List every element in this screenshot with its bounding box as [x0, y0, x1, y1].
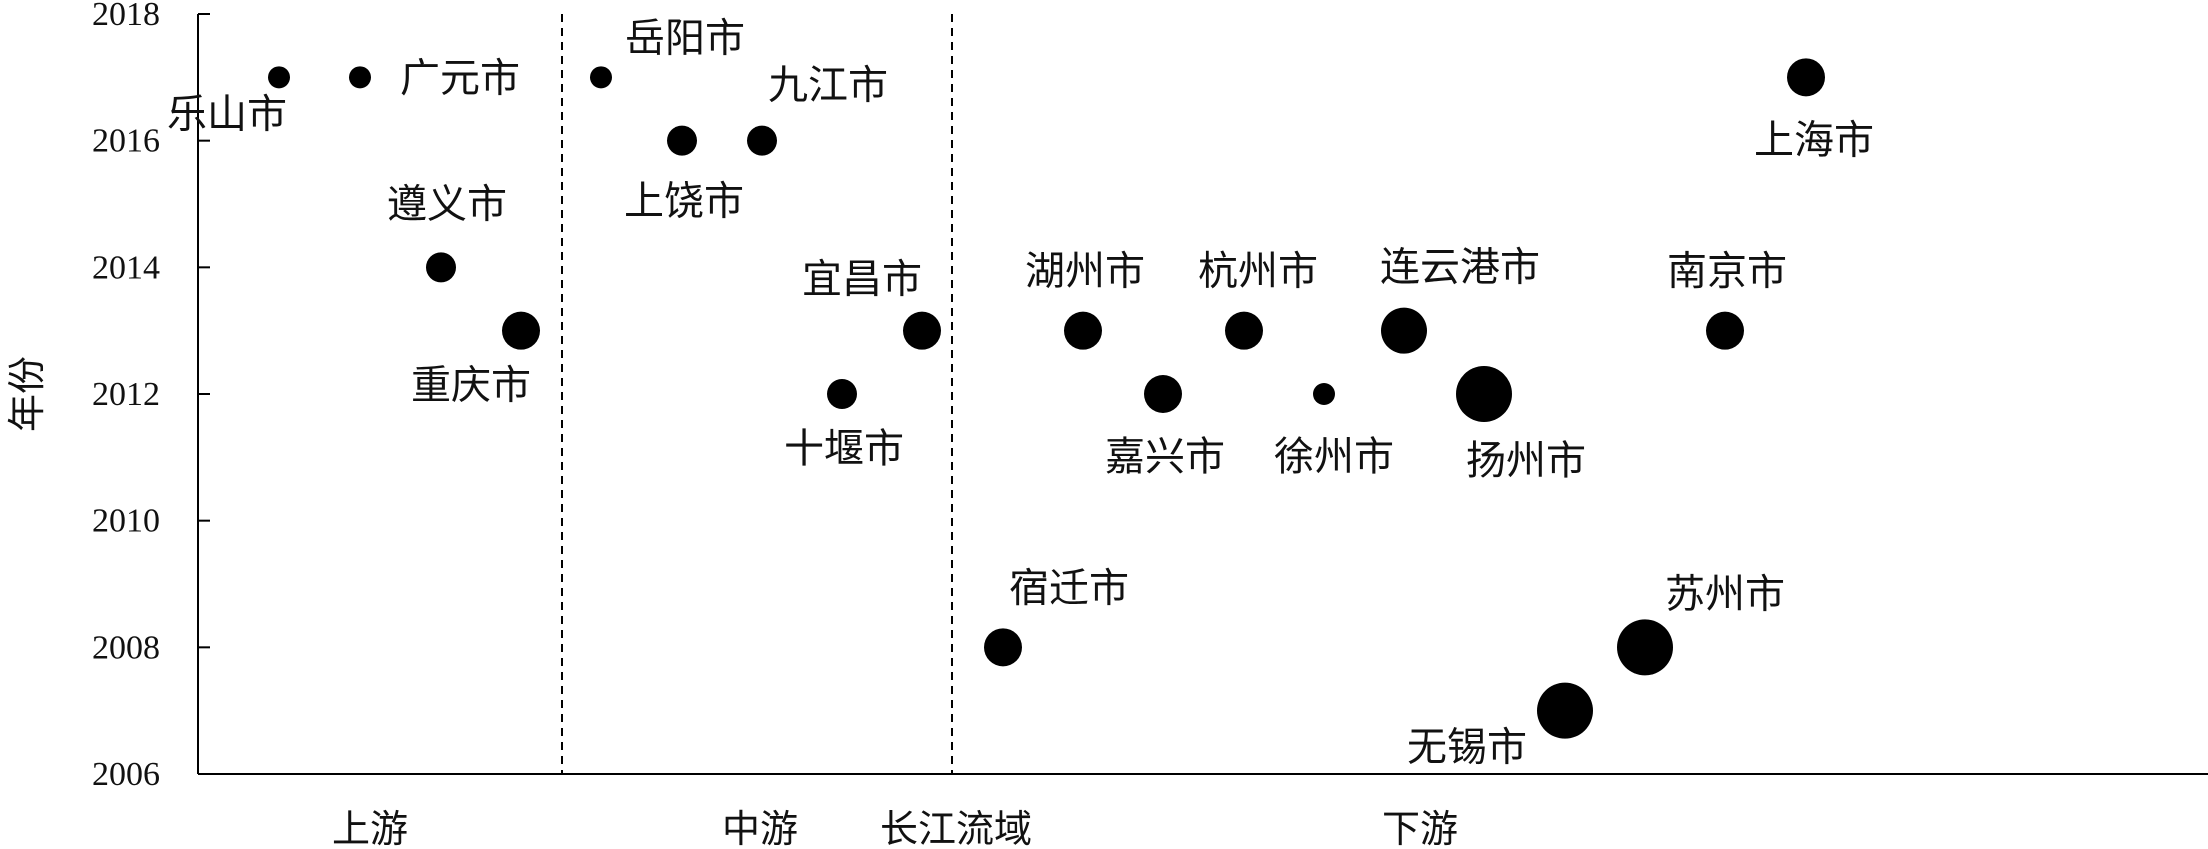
- data-point: [502, 311, 540, 350]
- region-dividers: [561, 14, 953, 774]
- city-label: 九江市: [768, 63, 888, 109]
- y-axis-label: 年份: [5, 356, 49, 432]
- data-point: [1064, 311, 1102, 350]
- data-points: [268, 58, 1825, 739]
- data-point: [1144, 375, 1182, 413]
- city-label: 苏州市: [1665, 571, 1785, 617]
- y-tick-label: 2010: [92, 503, 160, 540]
- city-label: 宿迁市: [1009, 565, 1129, 611]
- city-label: 徐州市: [1274, 434, 1394, 480]
- data-point: [1617, 619, 1673, 676]
- region-label: 上游: [332, 807, 408, 849]
- data-point: [827, 379, 857, 409]
- data-point: [1225, 311, 1263, 350]
- city-label: 岳阳市: [625, 15, 745, 61]
- y-tick-label: 2016: [92, 123, 160, 160]
- y-tick-label: 2014: [92, 249, 160, 286]
- y-tick-label: 2012: [92, 376, 160, 413]
- city-label: 嘉兴市: [1105, 434, 1225, 480]
- data-point: [903, 311, 941, 350]
- city-label: 南京市: [1667, 249, 1787, 295]
- x-axis-label: 长江流域: [880, 807, 1032, 849]
- city-label: 重庆市: [411, 363, 531, 409]
- data-point: [747, 125, 777, 156]
- city-label: 上饶市: [624, 179, 744, 225]
- data-point: [1537, 682, 1593, 739]
- region-labels: 上游 中游 下游: [332, 807, 1458, 849]
- data-point: [1456, 366, 1512, 422]
- city-label: 杭州市: [1198, 249, 1318, 295]
- data-point: [349, 66, 371, 89]
- y-tick-label: 2006: [92, 756, 160, 793]
- data-point: [426, 252, 456, 283]
- city-label: 宜昌市: [802, 257, 922, 303]
- y-ticks: 2006 2008 2010 2012 2014 2016 2018: [92, 0, 210, 793]
- city-label: 广元市: [400, 55, 520, 101]
- region-label: 中游: [722, 807, 798, 849]
- data-point: [1787, 58, 1825, 97]
- city-label: 遵义市: [387, 181, 507, 227]
- data-point: [1313, 383, 1335, 405]
- data-point: [984, 628, 1022, 667]
- city-label: 连云港市: [1380, 245, 1540, 291]
- region-label: 下游: [1382, 807, 1458, 849]
- city-label: 上海市: [1754, 117, 1874, 163]
- data-point: [667, 125, 697, 156]
- city-label: 乐山市: [167, 91, 287, 137]
- data-point: [268, 66, 290, 89]
- data-point: [1381, 307, 1427, 354]
- city-label: 扬州市: [1466, 438, 1586, 484]
- city-label: 无锡市: [1407, 725, 1527, 771]
- y-tick-label: 2018: [92, 0, 160, 33]
- city-label: 十堰市: [784, 426, 904, 472]
- y-tick-label: 2008: [92, 629, 160, 666]
- city-label: 湖州市: [1025, 249, 1145, 295]
- data-point: [590, 66, 612, 89]
- data-point: [1706, 311, 1744, 350]
